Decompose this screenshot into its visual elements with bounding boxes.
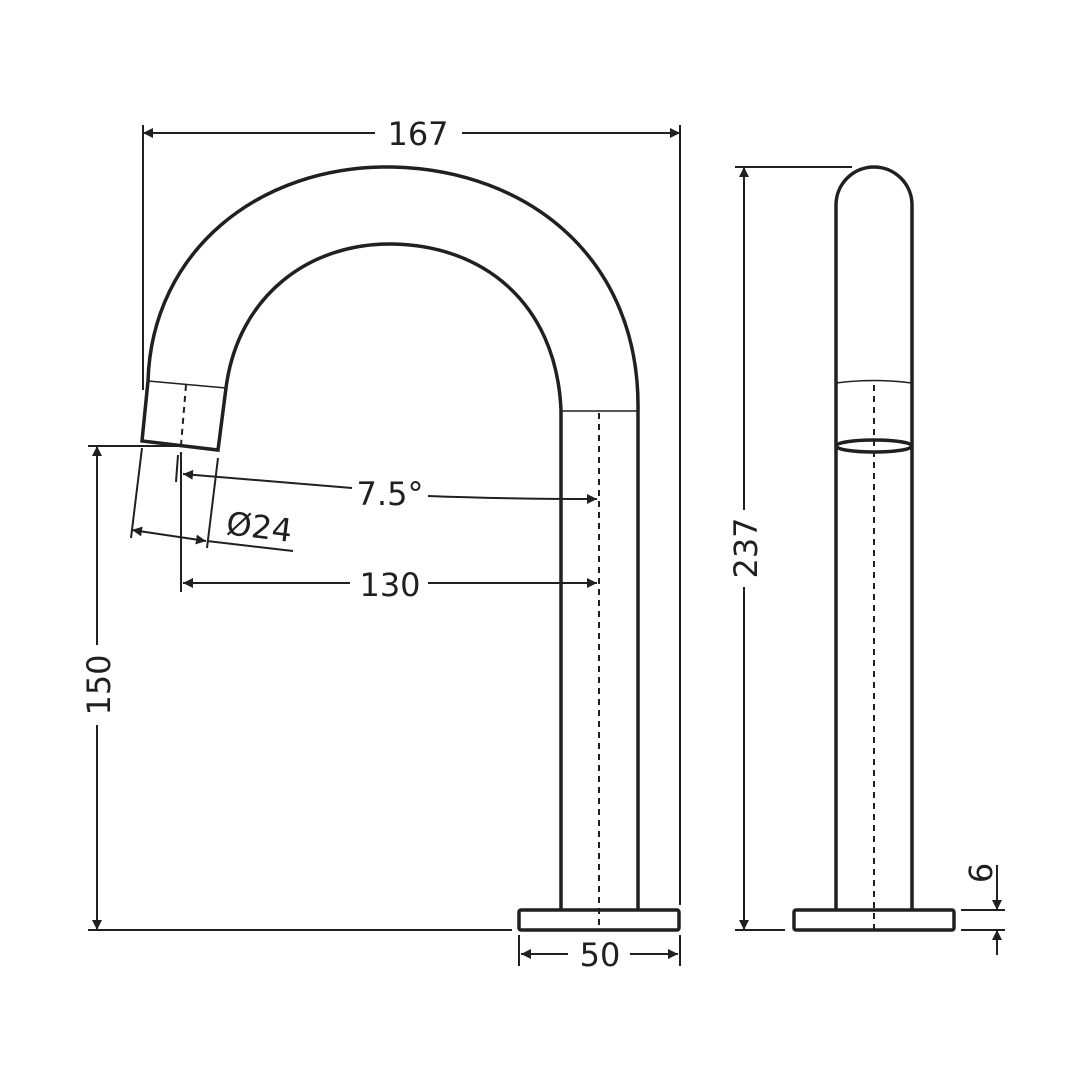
- front-join-line: [835, 379, 913, 384]
- dim-150-label: 150: [80, 654, 118, 715]
- dim-base-thickness: 6: [961, 863, 1005, 955]
- dim-overall-height: 237: [727, 166, 852, 931]
- dim-overall-width: 167: [142, 115, 681, 905]
- front-pipe-outline: [834, 165, 914, 910]
- front-view-spout: [792, 165, 956, 932]
- dim-50-label: 50: [580, 936, 621, 974]
- dim-167-label: 167: [387, 115, 448, 153]
- spout-inner-arch: [224, 242, 563, 411]
- outlet-centerline: [180, 384, 187, 446]
- dim-reach: 130: [183, 566, 597, 604]
- dim-base-width: 50: [518, 935, 681, 974]
- dim-angle-label: 7.5°: [357, 475, 424, 513]
- spout-outer-arch: [146, 165, 640, 411]
- dim-237-label: 237: [727, 517, 765, 578]
- dim-outlet-angle: 7.5°: [175, 452, 598, 592]
- front-base-flange: [792, 908, 956, 932]
- side-view-spout: [140, 165, 681, 932]
- outlet-nozzle: [140, 380, 228, 452]
- spout-base-flange: [517, 908, 681, 932]
- outlet-join-line: [147, 380, 227, 389]
- dim-outlet-height: 150: [80, 445, 512, 931]
- dim-diameter-label: Ø24: [224, 504, 294, 550]
- dim-130-label: 130: [359, 566, 420, 604]
- dim-6-label: 6: [962, 863, 1000, 883]
- dim-outlet-diameter: Ø24: [130, 447, 294, 552]
